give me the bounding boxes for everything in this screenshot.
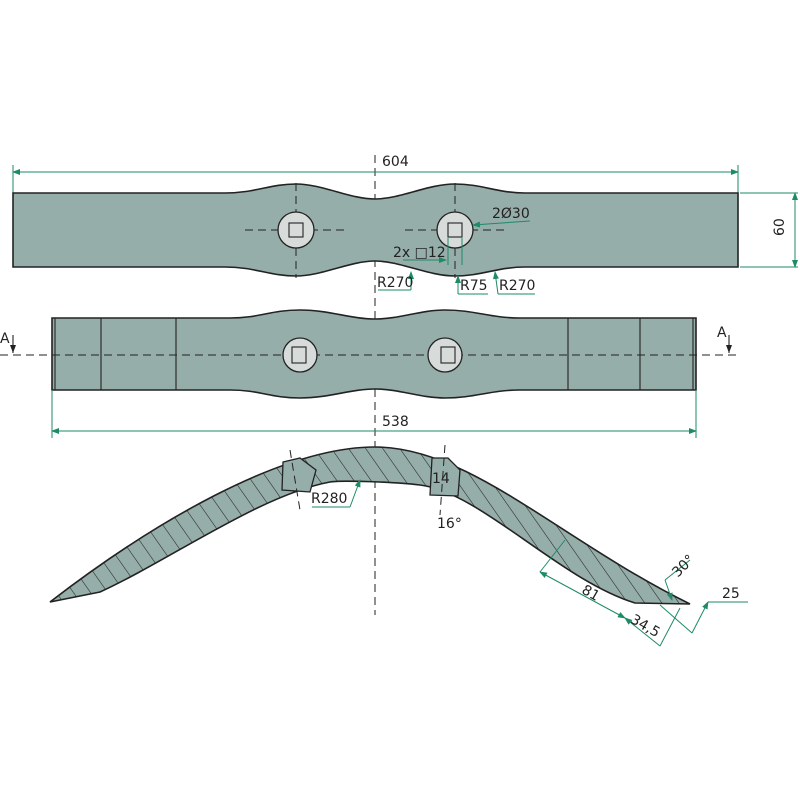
front-bar [51, 309, 697, 399]
top-view: 604 60 2Ø30 2x □12 R270 R75 R270 [12, 154, 798, 295]
length-604-label: 604 [382, 154, 409, 170]
round-hole [436, 211, 474, 249]
countersunk-hole [427, 337, 463, 373]
edge-angle-label: 30° [669, 552, 698, 581]
radius-r270-right-label: R270 [499, 278, 535, 294]
curved-blade-section [49, 446, 691, 605]
length-538-label: 538 [382, 414, 409, 430]
hole-diameter-label: 2Ø30 [492, 206, 530, 222]
hole-angle-label: 16° [437, 516, 462, 532]
radius-r270-left-label: R270 [377, 275, 413, 291]
thickness-25-label: 25 [722, 586, 740, 602]
top-bar [12, 183, 739, 277]
square-hole-label: 2x □12 [393, 245, 446, 261]
radius-r75-label: R75 [460, 278, 488, 294]
section-view: R280 14 16° 81 34,5 30° 25 [49, 444, 748, 647]
hole-width-14-label: 14 [432, 471, 450, 487]
edge-length-81-label: 81 [579, 582, 602, 605]
edge-offset-label: 34,5 [628, 612, 663, 641]
front-view: A A 538 [0, 309, 740, 438]
square-hole [447, 222, 463, 238]
section-mark-a-right: A [717, 325, 727, 341]
section-mark-a-left: A [0, 331, 10, 347]
round-hole [277, 211, 315, 249]
width-60-label: 60 [772, 218, 788, 236]
radius-r280-label: R280 [311, 491, 347, 507]
countersunk-hole [282, 337, 318, 373]
square-hole [288, 222, 304, 238]
